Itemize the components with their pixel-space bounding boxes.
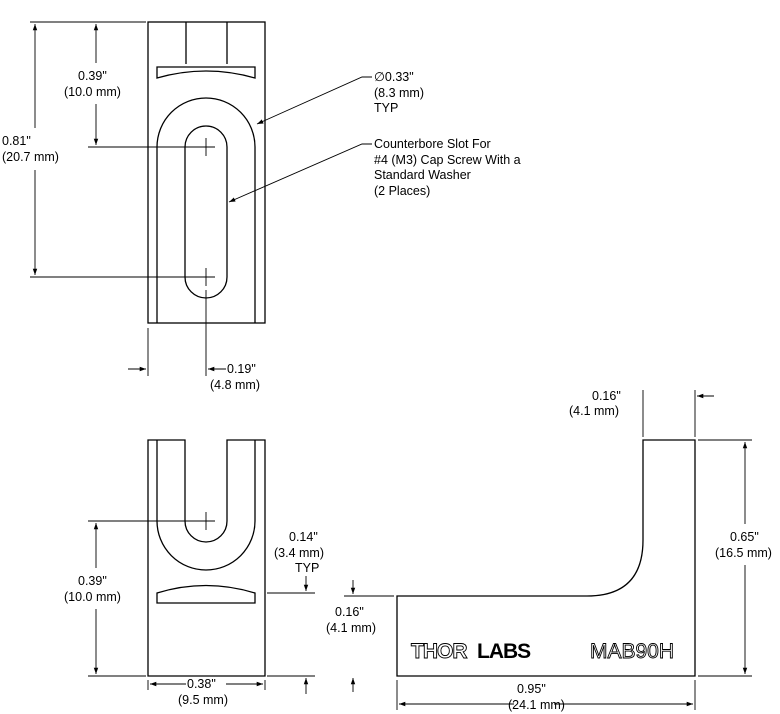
counterbore-outline [156, 97, 256, 323]
top-view-body [147, 21, 266, 324]
diameter-leader [256, 76, 372, 125]
side-height-mm: (16.5 mm) [715, 546, 772, 560]
part-number: MAB90H [590, 640, 674, 663]
slot-note-line-4: (2 Places) [374, 184, 430, 198]
front-view-body [147, 439, 266, 677]
front-center-dim-mm: (10.0 mm) [64, 590, 121, 604]
height-dim-inch: 0.81" [2, 134, 31, 148]
offset-dim-mm: (4.8 mm) [210, 378, 260, 392]
slot-note-line-1: Counterbore Slot For [374, 137, 491, 151]
top-view-lip-curve [156, 66, 256, 79]
base-thickness-mm: (4.1 mm) [326, 621, 376, 635]
top-thickness-inch: 0.16" [592, 389, 621, 403]
front-center-dim-inch: 0.39" [78, 574, 107, 588]
offset-dim-inch: 0.19" [227, 362, 256, 376]
center-dim-inch: 0.39" [78, 69, 107, 83]
front-view: 0.39" (10.0 mm) 0.38" (9.5 mm) 0.14" (3.… [64, 439, 324, 707]
base-thickness-inch: 0.16" [335, 605, 364, 619]
side-height-inch: 0.65" [730, 530, 759, 544]
diameter-metric: (8.3 mm) [374, 86, 424, 100]
front-view-u-outer [156, 440, 256, 571]
slot-outline [184, 125, 228, 299]
side-view-body [396, 439, 696, 677]
top-thickness-mm: (4.1 mm) [569, 404, 619, 418]
top-view: 0.81" (20.7 mm) 0.39" (10.0 mm) 0.19" (4… [2, 21, 521, 392]
brand-logo-solid: LABS [477, 640, 531, 663]
lip-dim-note: TYP [295, 561, 319, 575]
diameter-note: TYP [374, 101, 398, 115]
center-dim-mm: (10.0 mm) [64, 85, 121, 99]
slot-note-line-2: #4 (M3) Cap Screw With a [374, 153, 521, 167]
width-dim-mm: (9.5 mm) [178, 693, 228, 707]
slot-note-line-3: Standard Washer [374, 168, 471, 182]
slot-leader [228, 143, 372, 203]
width-dim-inch: 0.38" [187, 677, 216, 691]
height-dim-mm: (20.7 mm) [2, 150, 59, 164]
side-view: THOR LABS MAB90H 0.16" (4.1 mm) 0.65" (1… [326, 389, 772, 712]
front-view-lip-curve [156, 584, 256, 604]
lip-dim-mm: (3.4 mm) [274, 546, 324, 560]
diameter-value: ∅0.33" [374, 70, 414, 84]
brand-logo-outline: THOR [411, 640, 467, 663]
length-dim-inch: 0.95" [517, 682, 546, 696]
lip-dim-inch: 0.14" [289, 530, 318, 544]
length-dim-mm: (24.1 mm) [508, 698, 565, 712]
